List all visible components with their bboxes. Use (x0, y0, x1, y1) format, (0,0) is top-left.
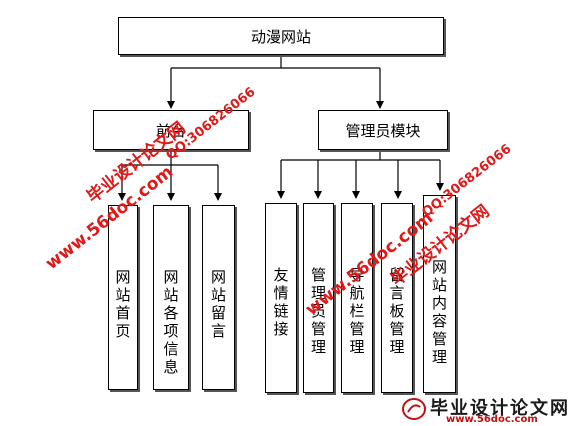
front-item-message: 网站留言 (202, 205, 235, 390)
admin-item-guestbook: 留言板管理 (381, 203, 413, 393)
front-module-label: 前台 (155, 121, 186, 140)
admin-item-navbar: 导航栏管理 (341, 203, 373, 393)
admin-item-label: 管理员管理 (311, 266, 327, 356)
admin-module-label: 管理员模块 (345, 121, 421, 140)
front-item-info: 网站各项信息 (153, 205, 189, 390)
admin-item-content: 网站内容管理 (423, 195, 456, 393)
admin-item-links: 友情链接 (265, 203, 297, 393)
root-node-label: 动漫网站 (250, 27, 311, 46)
front-item-label: 网站首页 (115, 268, 131, 340)
admin-item-label: 留言板管理 (389, 266, 405, 356)
front-item-home: 网站首页 (108, 205, 138, 390)
admin-item-admins: 管理员管理 (303, 203, 334, 393)
admin-item-label: 友情链接 (273, 266, 289, 338)
front-item-label: 网站各项信息 (163, 268, 179, 376)
logo-name: 毕业设计论文网 (430, 398, 570, 419)
front-module-node: 前台 (93, 110, 249, 150)
admin-item-label: 导航栏管理 (349, 266, 365, 356)
admin-item-label: 网站内容管理 (432, 258, 448, 366)
front-item-label: 网站留言 (211, 268, 227, 340)
logo-url: www.56doc.com (446, 414, 538, 425)
site-logo: 毕业设计论文网 www.56doc.com (402, 394, 570, 425)
logo-icon (402, 398, 426, 420)
root-node: 动漫网站 (118, 17, 444, 55)
admin-module-node: 管理员模块 (318, 110, 448, 150)
